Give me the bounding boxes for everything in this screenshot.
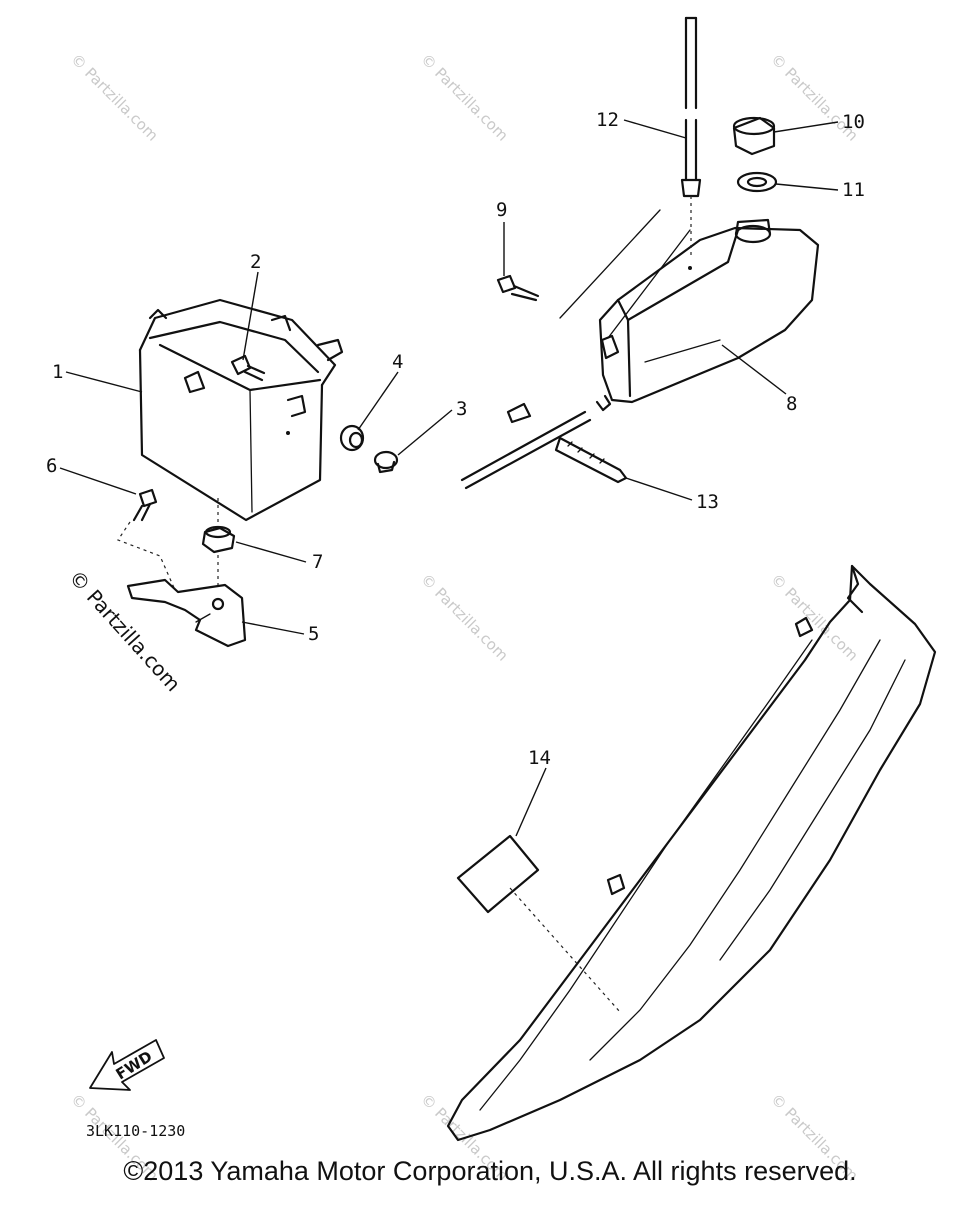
callout-6: 6: [46, 455, 57, 477]
bolt-part-2: [230, 354, 266, 382]
callout-1: 1: [52, 361, 63, 383]
callout-10: 10: [842, 111, 865, 133]
side-cover: [446, 564, 937, 1142]
watermarks: © Partzilla.com © Partzilla.com © Partzi…: [67, 50, 862, 1185]
bolt-part-9: [496, 274, 540, 302]
label-plate-part-14: [456, 834, 621, 1013]
diagram-code: 3LK110-1230: [86, 1122, 185, 1140]
vent-pipe-part-12: [680, 16, 702, 256]
reservoir-tank-part-8: [559, 209, 820, 412]
damper-part-7: [201, 498, 236, 590]
watermark: © Partzilla.com: [767, 570, 862, 665]
bolt-part-6: [117, 488, 176, 591]
grommet-part-4: [339, 424, 365, 452]
callout-14: 14: [528, 747, 551, 769]
callout-2: 2: [250, 251, 261, 273]
band-part-13: [460, 402, 628, 490]
collar-part-3: [373, 450, 399, 474]
callout-3: 3: [456, 398, 467, 420]
watermark: © Partzilla.com: [67, 50, 162, 145]
callout-numbers: 1 2 3 4 5 6 7 8 9 10 11 12 13 14: [46, 109, 865, 769]
fwd-arrow-icon: FWD: [89, 1039, 165, 1091]
leader-lines: [59, 119, 839, 837]
partzilla-watermark: © Partzilla.com: [64, 565, 185, 696]
callout-11: 11: [842, 179, 865, 201]
copyright-notice: ©2013 Yamaha Motor Corporation, U.S.A. A…: [123, 1156, 857, 1186]
callout-4: 4: [392, 351, 403, 373]
callout-12: 12: [596, 109, 619, 131]
watermark: © Partzilla.com: [417, 570, 512, 665]
callout-8: 8: [786, 393, 797, 415]
bracket-part-5: [126, 578, 247, 648]
callout-13: 13: [696, 491, 719, 513]
callout-9: 9: [496, 199, 507, 221]
watermark: © Partzilla.com: [417, 50, 512, 145]
callout-7: 7: [312, 551, 323, 573]
battery-box: [138, 298, 344, 522]
washer-part-11: [736, 171, 778, 193]
cap-part-10: [732, 116, 776, 156]
callout-5: 5: [308, 623, 319, 645]
